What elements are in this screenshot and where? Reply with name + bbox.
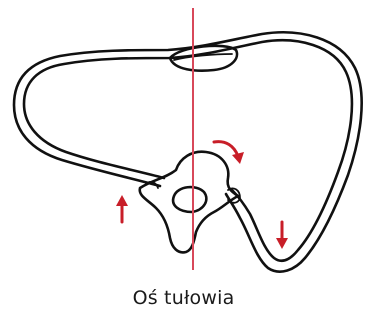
- caption: Oś tułowia: [0, 287, 367, 309]
- arrow-down-icon: [276, 222, 288, 249]
- arrow-up-icon: [116, 195, 128, 222]
- vertebra: [140, 152, 240, 253]
- rotation-arrow-icon: [214, 142, 244, 164]
